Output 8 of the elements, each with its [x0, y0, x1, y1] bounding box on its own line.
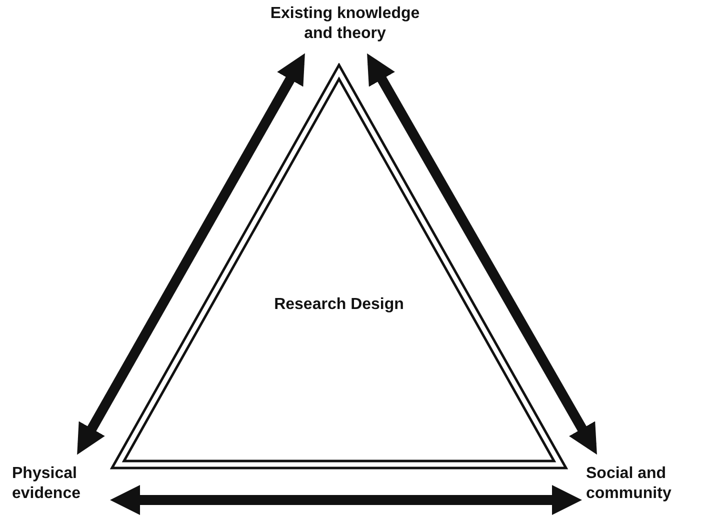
- corner-label: Existing knowledge and theory: [270, 4, 420, 48]
- triangle-shape: [110, 63, 568, 470]
- corner-label: Social and community: [586, 464, 694, 508]
- double-arrow: [367, 53, 597, 455]
- double-arrow: [110, 485, 582, 515]
- center-label: Research Design: [273, 294, 405, 315]
- corner-label: Physical evidence: [12, 464, 104, 508]
- double-arrow: [77, 53, 305, 455]
